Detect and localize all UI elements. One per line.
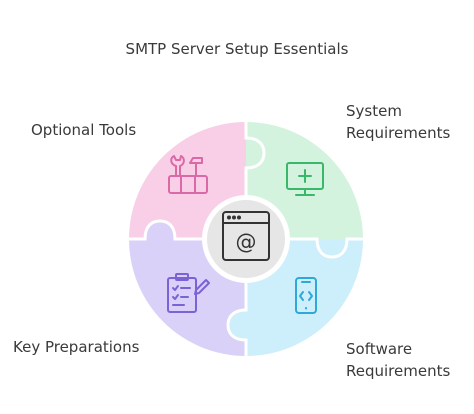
checklist-icon (167, 273, 210, 313)
monitor-plus-icon (286, 162, 324, 196)
diagram-title: SMTP Server Setup Essentials (125, 40, 349, 58)
label-software-requirements-line-2: Requirements (346, 362, 451, 380)
center-at-symbol: @ (236, 230, 257, 254)
label-system-requirements-line-2: Requirements (346, 124, 451, 142)
label-key-preparations: Key Preparations (13, 338, 140, 356)
mobile-code-icon (295, 277, 317, 314)
label-system-requirements: System Requirements (346, 100, 450, 144)
center-disc (207, 200, 285, 278)
browser-at-icon: @ (222, 211, 270, 261)
label-software-requirements-line-1: Software (346, 340, 413, 358)
segment-dividers (129, 122, 363, 356)
label-system-requirements-line-1: System (346, 102, 402, 120)
label-software-requirements: Software Requirements (346, 338, 450, 382)
tools-icon (168, 155, 208, 194)
label-optional-tools: Optional Tools (31, 121, 137, 139)
